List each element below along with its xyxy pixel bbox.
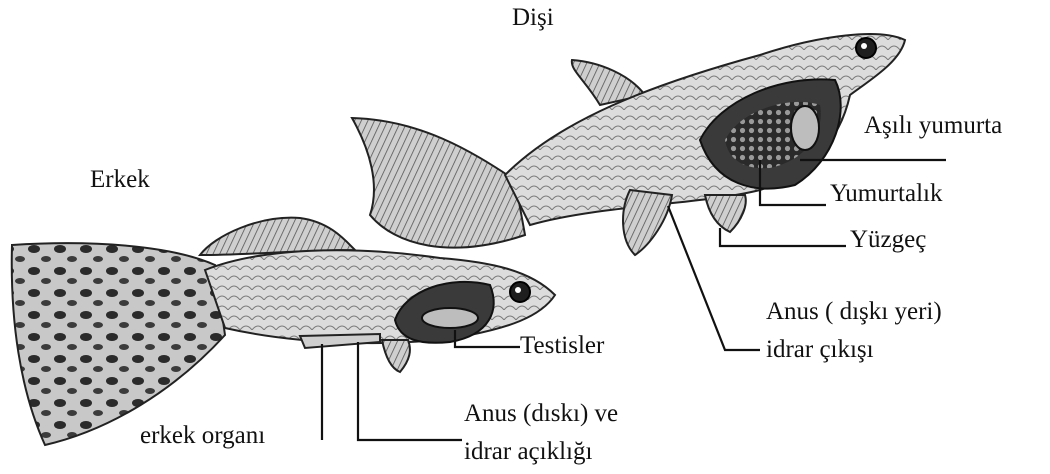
- female-anal-fin: [705, 195, 746, 232]
- male-testes-shape: [422, 308, 478, 328]
- leader-anus-male: [358, 342, 462, 440]
- label-ovary: Yumurtalık: [830, 180, 943, 209]
- male-tail-fin: [12, 243, 225, 445]
- label-anus-female-line1: Anus ( dışkı yeri): [766, 298, 942, 327]
- leader-anus-female: [668, 206, 760, 350]
- male-body: [205, 250, 555, 343]
- male-gonopodium: [300, 334, 380, 348]
- female-ovary-shape: [791, 106, 819, 150]
- label-fin: Yüzgeç: [850, 226, 926, 255]
- label-male: Erkek: [90, 166, 150, 195]
- female-pelvic-fin: [623, 190, 672, 255]
- label-female: Dişi: [512, 4, 554, 33]
- label-fertilized-egg: Aşılı yumurta: [864, 112, 1002, 141]
- label-male-organ: erkek organı: [140, 422, 265, 451]
- label-anus-female-line2: idrar çıkışı: [766, 336, 874, 365]
- female-fish: [352, 34, 905, 255]
- female-tail-fin: [352, 118, 525, 248]
- label-anus-male-line1: Anus (dıskı) ve: [464, 400, 618, 429]
- label-testes: Testisler: [520, 332, 604, 361]
- label-anus-male-line2: idrar açıklığı: [464, 438, 592, 467]
- leader-fin: [720, 228, 846, 246]
- male-pelvic-fin: [382, 340, 410, 372]
